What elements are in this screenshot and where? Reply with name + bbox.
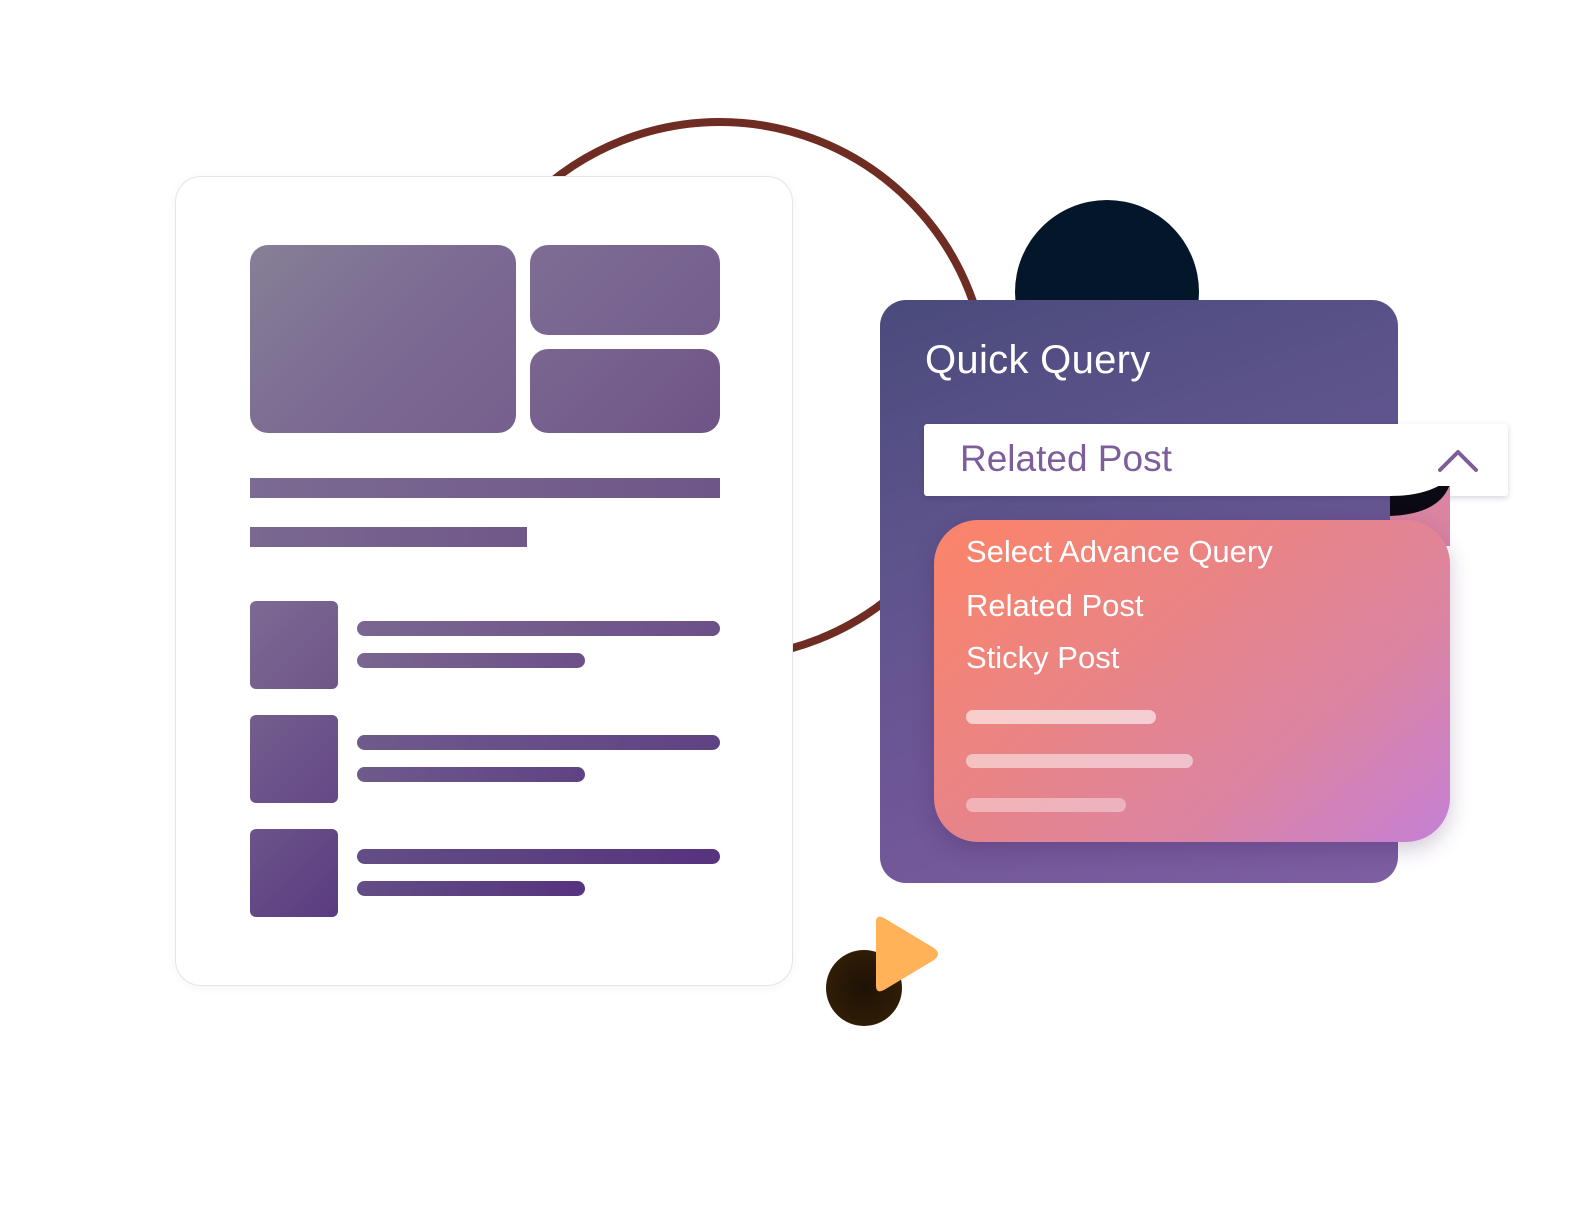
placeholder-image-top-right <box>530 245 720 335</box>
query-select[interactable]: Related Post <box>924 424 1508 496</box>
placeholder-post-excerpt-line <box>357 881 585 896</box>
query-select-value: Related Post <box>960 438 1172 479</box>
placeholder-post-thumbnail <box>250 601 338 689</box>
placeholder-post-thumbnail <box>250 715 338 803</box>
placeholder-post-title-line <box>357 621 720 636</box>
placeholder-post-title-line <box>357 849 720 864</box>
dropdown-placeholder-option <box>966 798 1126 812</box>
query-dropdown-menu: Select Advance Query Related Post Sticky… <box>934 520 1450 842</box>
placeholder-hero-image <box>250 245 516 433</box>
dropdown-option-sticky-post[interactable]: Sticky Post <box>966 640 1120 675</box>
dropdown-option-select-advance-query[interactable]: Select Advance Query <box>966 534 1273 569</box>
dropdown-placeholder-option <box>966 754 1193 768</box>
placeholder-image-bottom-right <box>530 349 720 433</box>
dropdown-placeholder-option <box>966 710 1156 724</box>
page-layout-mockup <box>175 176 793 986</box>
placeholder-post-excerpt-line <box>357 767 585 782</box>
placeholder-subheading-line <box>250 527 527 547</box>
placeholder-heading-line <box>250 478 720 498</box>
placeholder-post-thumbnail <box>250 829 338 917</box>
chevron-up-icon[interactable] <box>1436 446 1480 474</box>
placeholder-post-title-line <box>357 735 720 750</box>
play-icon <box>876 916 938 992</box>
placeholder-post-excerpt-line <box>357 653 585 668</box>
dropdown-option-related-post[interactable]: Related Post <box>966 588 1144 623</box>
quick-query-title: Quick Query <box>925 338 1151 382</box>
